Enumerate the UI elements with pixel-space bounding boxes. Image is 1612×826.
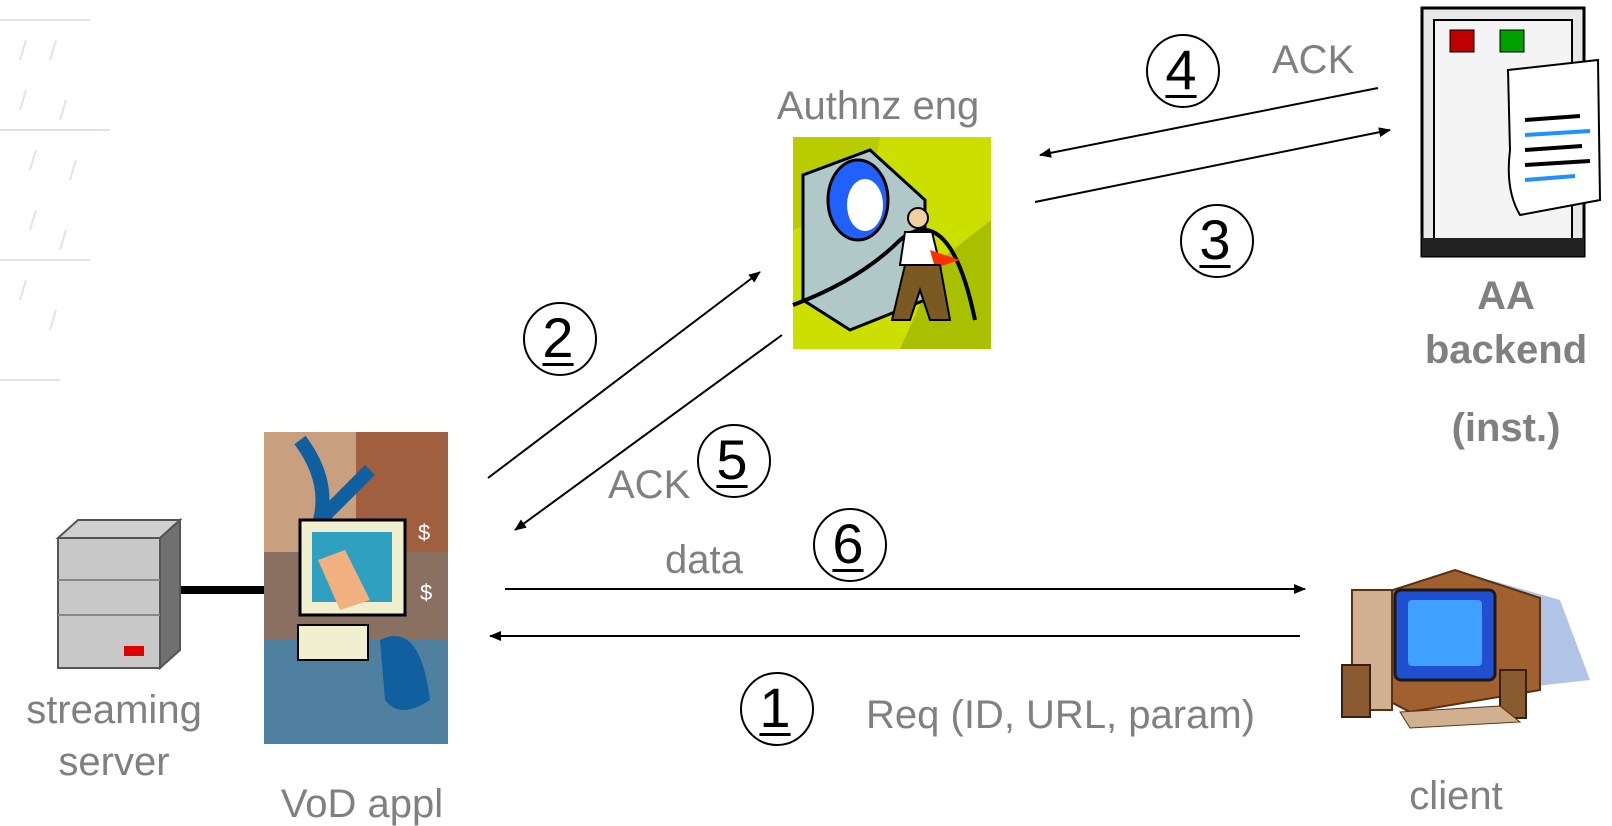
step-1-circle bbox=[740, 672, 814, 746]
step-3-circle bbox=[1180, 204, 1254, 278]
request-label: Req (ID, URL, param) bbox=[866, 693, 1255, 737]
ack-mid-label: ACK bbox=[608, 463, 691, 507]
aa-backend-label-line2: backend bbox=[1424, 328, 1588, 372]
svg-text:$: $ bbox=[418, 520, 430, 545]
aa-backend-label-line3: (inst.) bbox=[1451, 406, 1561, 450]
streaming-server-label-line1: streaming bbox=[26, 688, 202, 732]
step-6-number: 6 bbox=[832, 512, 864, 575]
streaming-server-label-line2: server bbox=[58, 740, 170, 784]
ack-top-label: ACK bbox=[1272, 38, 1355, 82]
client-label: client bbox=[1409, 774, 1503, 818]
vod-appl-label: VoD appl bbox=[280, 782, 444, 826]
arrow-step2 bbox=[487, 271, 761, 479]
arrow-ack-top bbox=[1039, 87, 1379, 158]
svg-text:$: $ bbox=[420, 580, 432, 605]
arrow-step3 bbox=[1034, 127, 1391, 203]
arrow-step5 bbox=[514, 334, 783, 531]
background-pattern bbox=[0, 19, 110, 381]
step-1-number: 1 bbox=[759, 676, 791, 739]
data-label: data bbox=[665, 538, 743, 582]
step-2-number: 2 bbox=[542, 306, 574, 369]
aa-backend-label-line1: AA bbox=[1477, 274, 1535, 318]
step-3-number: 3 bbox=[1199, 208, 1231, 271]
step-4-number: 4 bbox=[1165, 38, 1197, 101]
authz-engine-label: Authnz eng bbox=[776, 84, 980, 128]
step-2-circle bbox=[523, 302, 597, 376]
step-4-circle bbox=[1146, 34, 1220, 108]
step-6-circle bbox=[813, 508, 887, 582]
step-5-circle bbox=[697, 424, 771, 498]
step-5-number: 5 bbox=[716, 428, 748, 491]
